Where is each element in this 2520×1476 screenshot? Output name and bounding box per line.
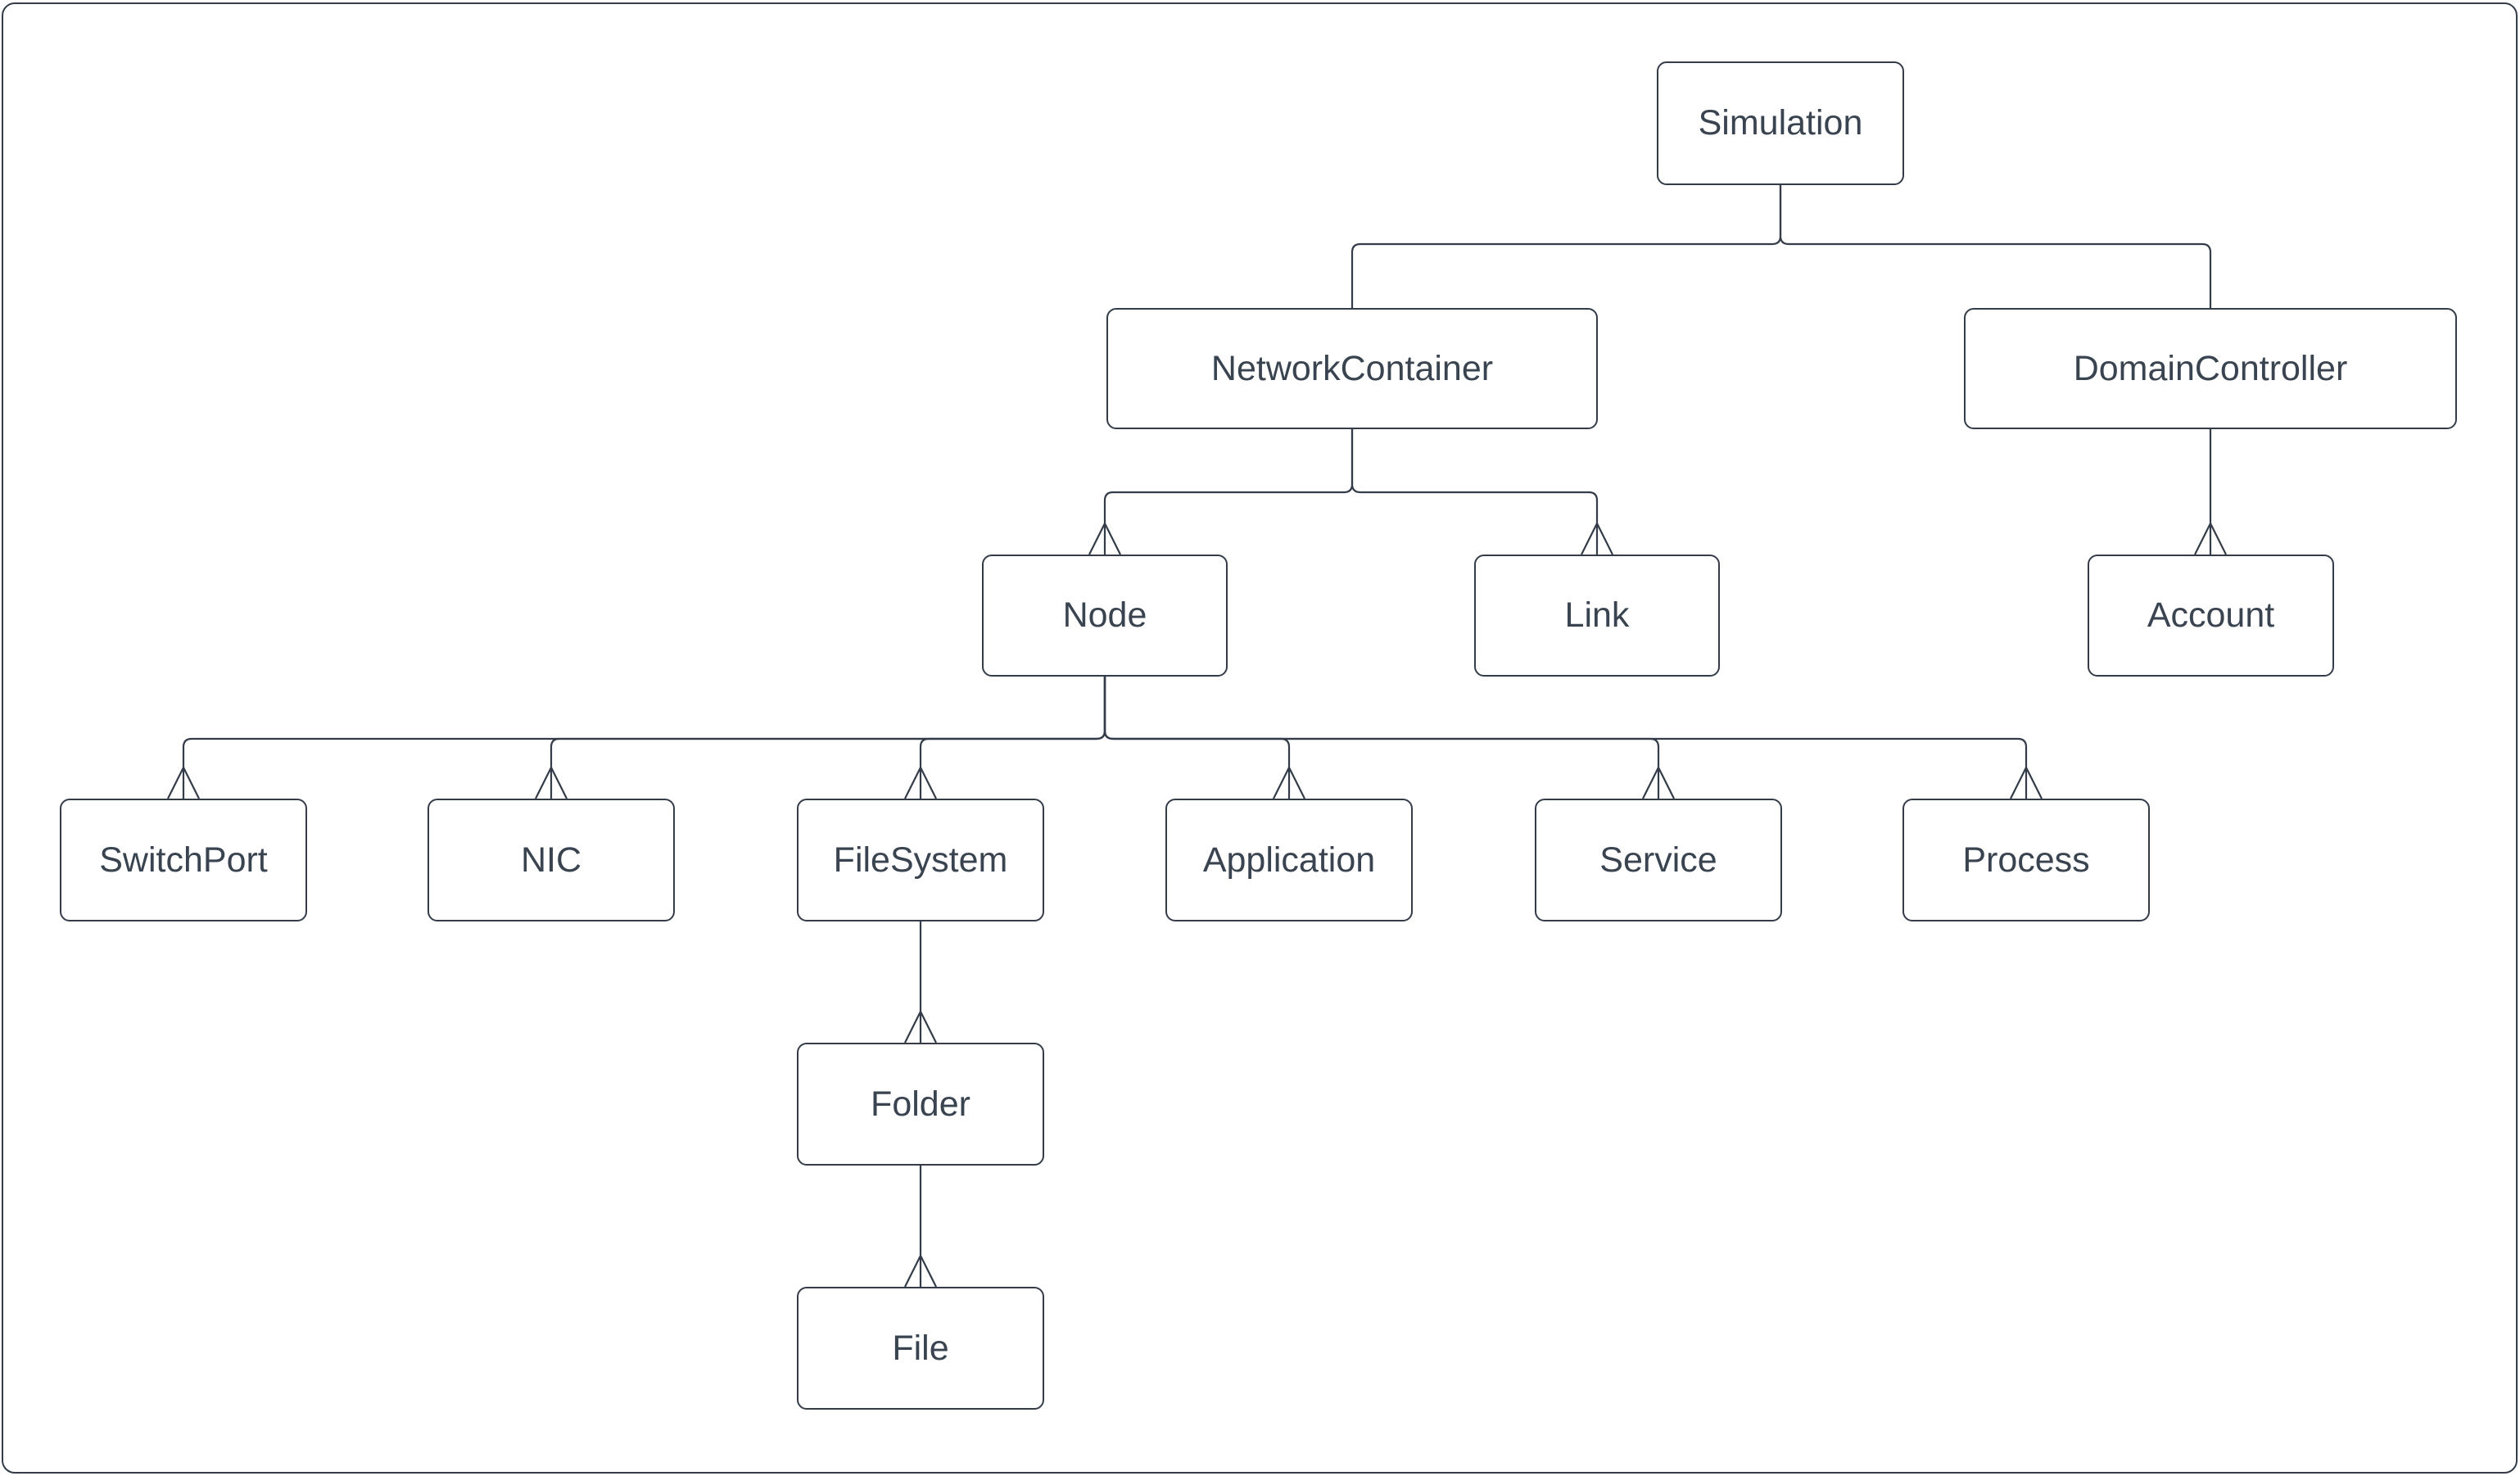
node-box-account: Account	[2088, 555, 2334, 677]
edge-node-switchport	[167, 677, 1106, 799]
node-box-application: Application	[1165, 799, 1413, 921]
node-box-filesystem: FileSystem	[797, 799, 1044, 921]
node-label-nic: NIC	[520, 840, 582, 880]
edge-filesystem-folder	[904, 921, 937, 1044]
node-box-node: Node	[982, 555, 1228, 677]
node-box-file: File	[797, 1287, 1044, 1410]
node-label-process: Process	[1962, 840, 2090, 880]
node-label-node: Node	[1062, 595, 1147, 635]
node-label-link: Link	[1564, 595, 1630, 635]
edge-domain-controller-account	[2194, 429, 2227, 555]
node-box-simulation: Simulation	[1657, 61, 1904, 185]
node-label-filesystem: FileSystem	[833, 840, 1008, 880]
node-label-switchport: SwitchPort	[99, 840, 268, 880]
node-label-network-container: NetworkContainer	[1210, 348, 1494, 388]
edge-node-filesystem	[904, 677, 1106, 799]
edge-node-process	[1103, 677, 2043, 799]
node-box-folder: Folder	[797, 1043, 1044, 1166]
node-box-process: Process	[1902, 799, 2150, 921]
node-box-service: Service	[1535, 799, 1782, 921]
edge-network-container-link	[1350, 429, 1613, 555]
node-label-simulation: Simulation	[1698, 103, 1863, 143]
node-box-network-container: NetworkContainer	[1106, 308, 1598, 429]
node-label-account: Account	[2147, 595, 2275, 635]
edge-node-service	[1103, 677, 1675, 799]
edge-simulation-network-container	[1350, 185, 1782, 308]
edge-network-container-node	[1088, 429, 1354, 555]
edge-node-nic	[535, 677, 1106, 799]
node-label-application: Application	[1202, 840, 1376, 880]
node-label-folder: Folder	[871, 1084, 970, 1124]
node-box-link: Link	[1474, 555, 1720, 677]
node-label-file: File	[892, 1328, 949, 1368]
node-box-switchport: SwitchPort	[60, 799, 307, 921]
edge-folder-file	[904, 1166, 937, 1288]
node-label-service: Service	[1599, 840, 1717, 880]
edge-node-application	[1103, 677, 1305, 799]
node-box-nic: NIC	[428, 799, 675, 921]
node-box-domain-controller: DomainController	[1964, 308, 2457, 429]
edge-simulation-domain-controller	[1779, 185, 2212, 308]
node-label-domain-controller: DomainController	[2073, 348, 2348, 388]
